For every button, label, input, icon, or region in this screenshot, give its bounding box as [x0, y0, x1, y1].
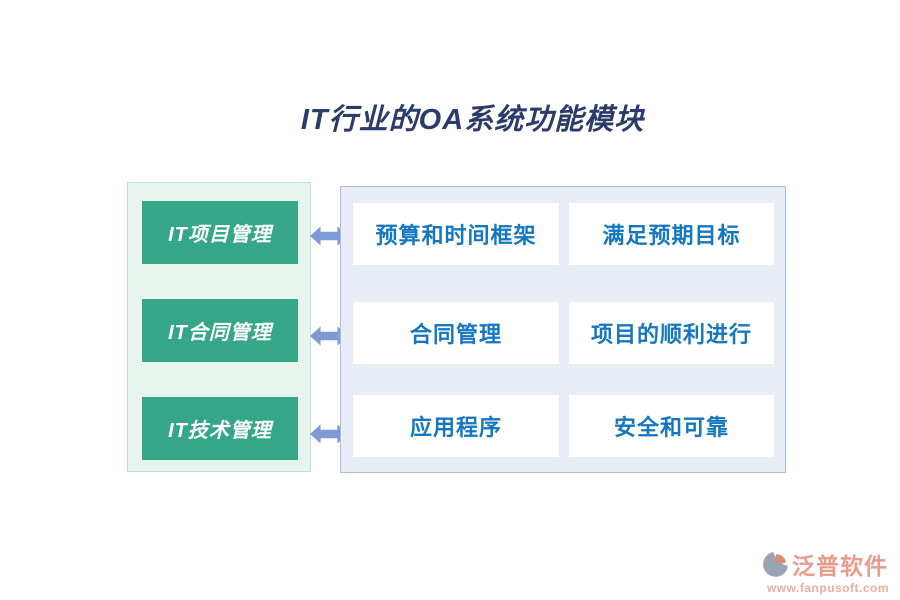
module-box-it-tech: IT技术管理: [142, 397, 298, 460]
feature-box: 合同管理: [353, 302, 559, 364]
feature-box: 满足预期目标: [569, 203, 774, 265]
brand-url: www.fanpusoft.com: [766, 581, 890, 595]
fanpu-logo-icon: [762, 551, 789, 578]
module-box-it-project: IT项目管理: [142, 201, 298, 264]
feature-box: 预算和时间框架: [353, 203, 559, 265]
module-box-it-contract: IT合同管理: [142, 299, 298, 362]
double-arrow-icon: [310, 323, 348, 349]
double-arrow-icon: [310, 223, 348, 249]
double-arrow-icon: [310, 421, 348, 447]
right-panel: 预算和时间框架 满足预期目标 合同管理 项目的顺利进行 应用程序 安全和可靠: [340, 186, 786, 473]
diagram-title: IT行业的OA系统功能模块: [300, 104, 645, 136]
feature-box: 安全和可靠: [569, 395, 774, 457]
brand-name: 泛普软件: [792, 553, 888, 579]
feature-box: 项目的顺利进行: [569, 302, 774, 364]
left-panel: IT项目管理 IT合同管理 IT技术管理: [127, 182, 311, 472]
brand-logo: 泛普软件 www.fanpusoft.com: [762, 547, 894, 595]
feature-box: 应用程序: [353, 395, 559, 457]
